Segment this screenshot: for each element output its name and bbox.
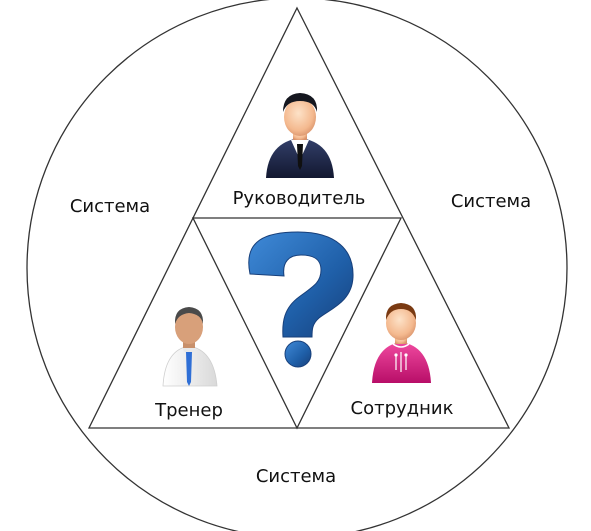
employee-person-icon: [372, 303, 431, 383]
system-label-right: Система: [451, 191, 531, 212]
inner-triangle: [191, 217, 403, 430]
employee-label: Сотрудник: [351, 398, 454, 419]
trainer-person-icon: [162, 307, 218, 387]
system-label-bottom: Система: [256, 466, 336, 487]
question-mark-icon: [248, 231, 354, 368]
trainer-label: Тренер: [154, 400, 223, 421]
manager-label: Руководитель: [233, 188, 366, 209]
system-label-left: Система: [70, 196, 150, 217]
outer-system-circle: [26, 0, 568, 531]
businessman-icon: [266, 93, 334, 178]
